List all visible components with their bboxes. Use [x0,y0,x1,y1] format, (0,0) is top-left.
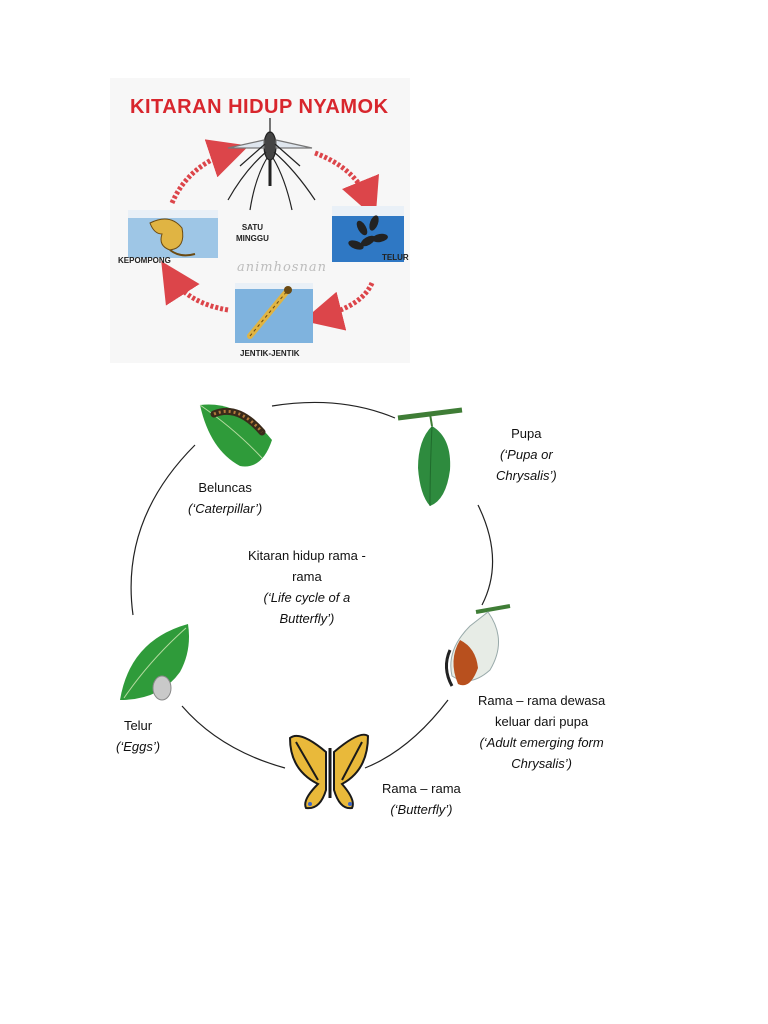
cycle-arc-bottom-right [364,699,449,769]
chrysalis-icon [397,407,463,507]
center-title-line4: Butterfly’) [279,611,335,626]
cycle-arc-top [271,401,396,419]
caterpillar-english: (‘Caterpillar’) [188,501,263,516]
emerging-line1: Rama – rama dewasa [478,693,606,708]
cycle-arrow-bottom-left [161,261,229,313]
egg-on-leaf-icon [120,624,189,701]
cycle-arc-bottom-left [181,705,286,769]
caterpillar-icon [199,404,272,467]
center-title-line2: rama [292,569,322,584]
pupa-label: Pupa (‘Pupa or Chrysalis’) [496,423,557,486]
butterfly-label: Rama – rama (‘Butterfly’) [382,778,461,820]
center-title: Kitaran hidup rama - rama (‘Life cycle o… [248,545,366,629]
butterfly-icon [288,733,370,810]
caterpillar-label: Beluncas (‘Caterpillar’) [188,477,262,519]
mosquito-eggs-icon [332,206,404,262]
eggs-label: Telur (‘Eggs’) [116,715,160,757]
pupa-english-line2: Chrysalis’) [496,468,557,483]
emerging-line2: keluar dari pupa [494,714,589,729]
cycle-arrow-bottom-right [302,281,375,331]
caterpillar-name: Beluncas [198,480,252,495]
mosquito-larva-label: JENTIK-JENTIK [240,349,300,358]
mosquito-center-line1: SATU [241,223,264,232]
emerging-english-line2: Chrysalis’) [511,756,572,771]
butterfly-english: (‘Butterfly’) [390,802,453,817]
mosquito-pupa-label: KEPOMPONG [118,256,171,265]
butterfly-name: Rama – rama [382,781,461,796]
center-title-line1: Kitaran hidup rama - [248,548,366,563]
emerging-adult-icon [445,604,511,687]
eggs-name: Telur [123,718,153,733]
watermark: animhosnan [237,260,327,275]
mosquito-center-line2: MINGGU [236,234,269,243]
pupa-name: Pupa [511,426,542,441]
eggs-english: (‘Eggs’) [116,739,161,754]
mosquito-title: KITARAN HIDUP NYAMOK [130,96,389,118]
mosquito-center-label: SATU MINGGU [236,222,269,244]
mosquito-pupa-icon [128,210,218,258]
mosquito-eggs-label: TELUR [382,253,409,262]
mosquito-diagram [128,118,404,343]
cycle-arc-right [477,504,494,606]
cycle-arrow-top-right [314,150,379,219]
center-title-line3: (‘Life cycle of a [263,590,351,605]
mosquito-adult-icon [227,118,316,211]
pupa-english-line1: (‘Pupa or [499,447,553,462]
mosquito-life-cycle-panel: KITARAN HIDUP NYAMOK [110,78,410,363]
emerging-label: Rama – rama dewasa keluar dari pupa (‘Ad… [478,690,605,774]
cycle-arc-left [130,444,196,616]
emerging-english-line1: (‘Adult emerging form [479,735,604,750]
mosquito-larva-icon [235,283,313,343]
cycle-arrow-top-left [169,139,249,205]
